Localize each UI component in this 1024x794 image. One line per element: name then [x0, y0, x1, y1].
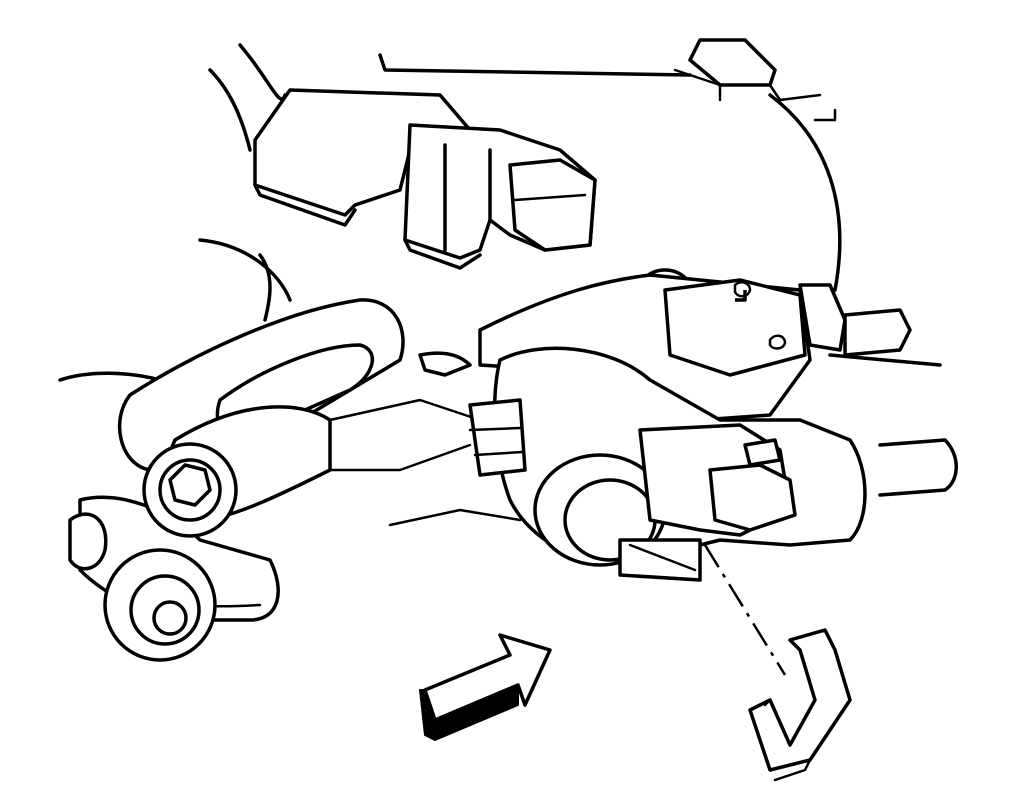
direction-arrow-icon — [419, 633, 552, 741]
retaining-clip — [748, 628, 852, 782]
upper-wiring-connector — [253, 38, 822, 270]
cylinder-housing — [388, 346, 867, 582]
shift-cable-mount — [418, 273, 912, 422]
clip-leader-line — [703, 544, 787, 676]
steering-column-housing — [58, 43, 958, 497]
